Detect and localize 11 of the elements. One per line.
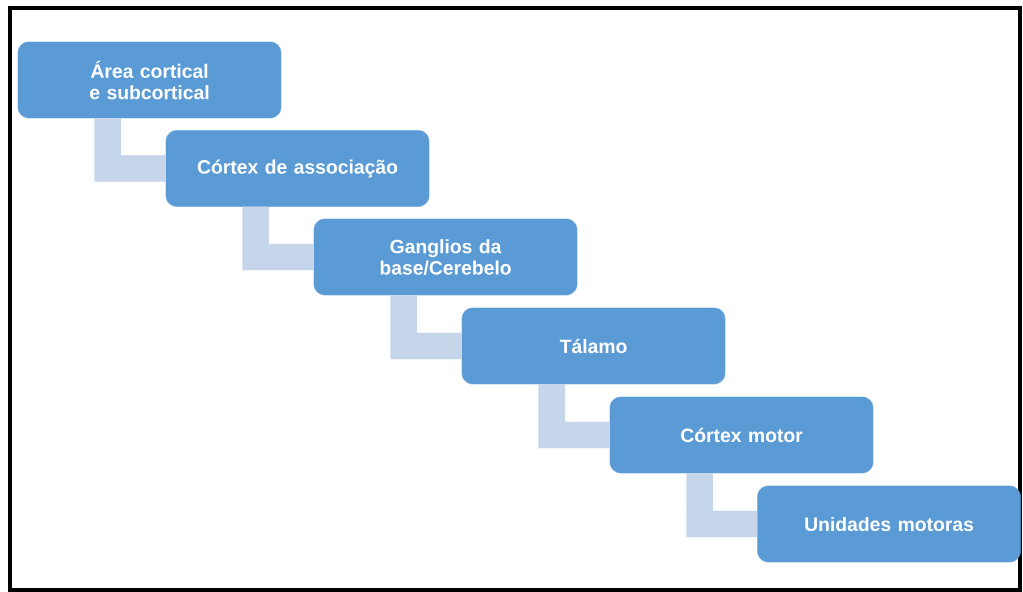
elbow-connector (242, 206, 314, 271)
process-box: Córtex de associação (165, 130, 430, 207)
elbow-connector (94, 118, 166, 182)
process-box: Área cortical e subcortical (17, 41, 282, 119)
elbow-connector (390, 295, 462, 360)
process-box: Córtex motor (609, 396, 874, 474)
process-box: Unidades motoras (757, 485, 1021, 563)
elbow-connector (686, 473, 758, 538)
process-box: Ganglios da base/Cerebelo (313, 218, 578, 296)
elbow-connector (538, 384, 610, 449)
process-box: Tálamo (461, 307, 726, 385)
